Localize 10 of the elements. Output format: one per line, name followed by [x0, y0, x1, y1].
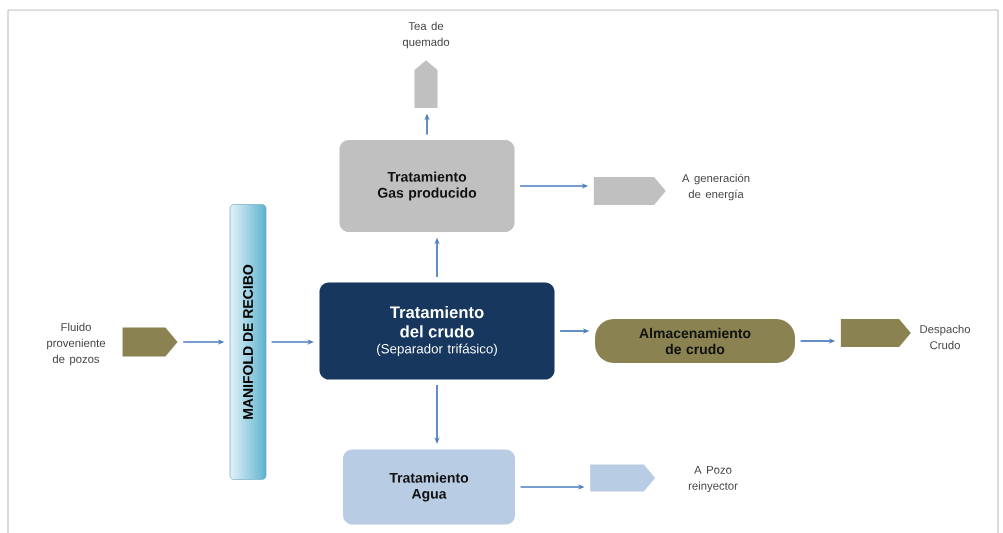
node-caption: Fluido proveniente de pozos [47, 322, 106, 366]
storage-box: Almacenamiento de crudo [595, 319, 795, 363]
process-box: Tratamiento Agua [343, 449, 515, 525]
process-box: Tratamiento del crudo (Separador trifásico) [319, 282, 555, 380]
node-caption: Despacho Crudo [920, 324, 971, 350]
process-box: Tratamiento Gas producido [339, 140, 515, 232]
node-caption: A generación de energía [682, 173, 750, 201]
manifold-bar: MANIFOLD DE RECIBO [229, 204, 267, 480]
node-caption: A Pozo reinyector [688, 465, 738, 493]
node-caption: Tea de quemado [402, 21, 450, 49]
